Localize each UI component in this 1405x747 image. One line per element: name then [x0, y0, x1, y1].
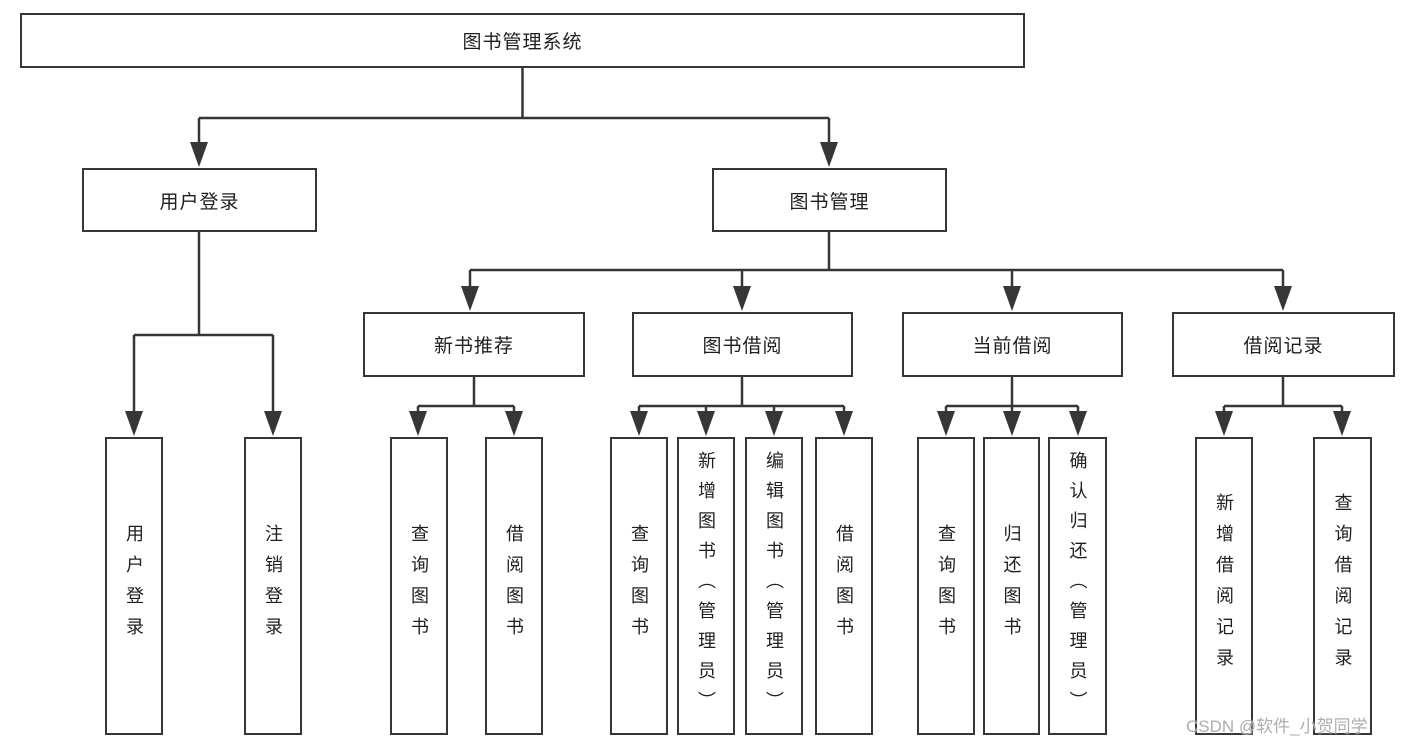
node-borrow-edit-books-admin-label: 编辑图书（管理员） [764, 451, 784, 721]
node-system-root: 图书管理系统 [20, 13, 1025, 68]
node-book-management: 图书管理 [712, 168, 947, 232]
node-book-borrowing: 图书借阅 [632, 312, 853, 377]
connector-line [197, 68, 831, 147]
node-borrowing-records: 借阅记录 [1172, 312, 1395, 377]
node-records-query-record-label: 查询借阅记录 [1332, 493, 1353, 679]
node-borrow-add-books-admin-label: 新增图书（管理员） [696, 451, 716, 721]
arrowhead-icon [1333, 411, 1351, 436]
arrowhead-icon [820, 142, 838, 167]
connector-line [637, 377, 846, 416]
arrowhead-icon [835, 411, 853, 436]
node-recommend-query-books-label: 查询图书 [409, 524, 429, 648]
node-new-book-recommendation: 新书推荐 [363, 312, 585, 377]
node-current-query-books-label: 查询图书 [936, 524, 956, 648]
connector-line [468, 232, 1285, 291]
node-recommend-query-books: 查询图书 [390, 437, 448, 735]
node-borrow-borrow-books-label: 借阅图书 [834, 524, 854, 648]
arrowhead-icon [630, 411, 648, 436]
arrowhead-icon [697, 411, 715, 436]
arrowhead-icon [125, 411, 143, 436]
arrowhead-icon [1003, 411, 1021, 436]
arrowhead-icon [765, 411, 783, 436]
connector-line [1222, 377, 1344, 416]
arrowhead-icon [505, 411, 523, 436]
node-borrow-edit-books-admin: 编辑图书（管理员） [745, 437, 803, 735]
node-records-add-record: 新增借阅记录 [1195, 437, 1253, 735]
node-logout-action-label: 注销登录 [263, 524, 283, 648]
node-recommend-borrow-books-label: 借阅图书 [504, 524, 524, 648]
node-borrow-query-books: 查询图书 [610, 437, 668, 735]
node-current-borrowing: 当前借阅 [902, 312, 1123, 377]
node-current-confirm-return-admin: 确认归还（管理员） [1048, 437, 1107, 735]
node-borrow-query-books-label: 查询图书 [629, 524, 649, 648]
node-login-action: 用户登录 [105, 437, 163, 735]
node-borrow-borrow-books: 借阅图书 [815, 437, 873, 735]
arrowhead-icon [937, 411, 955, 436]
csdn-watermark: CSDN @软件_小贺同学 [1186, 717, 1368, 736]
arrowhead-icon [1069, 411, 1087, 436]
node-current-return-books-label: 归还图书 [1001, 524, 1022, 648]
node-borrow-add-books-admin: 新增图书（管理员） [677, 437, 735, 735]
node-logout-action: 注销登录 [244, 437, 302, 735]
node-records-add-record-label: 新增借阅记录 [1214, 493, 1234, 679]
arrowhead-icon [190, 142, 208, 167]
arrowhead-icon [1274, 286, 1292, 311]
arrowhead-icon [461, 286, 479, 311]
node-current-return-books: 归还图书 [983, 437, 1040, 735]
node-user-login: 用户登录 [82, 168, 317, 232]
connector-line [416, 377, 516, 416]
arrowhead-icon [1215, 411, 1233, 436]
arrowhead-icon [1003, 286, 1021, 311]
arrowhead-icon [409, 411, 427, 436]
node-records-query-record: 查询借阅记录 [1313, 437, 1372, 735]
connector-line [132, 232, 275, 416]
connector-line [944, 377, 1080, 416]
node-current-query-books: 查询图书 [917, 437, 975, 735]
node-current-confirm-return-admin-label: 确认归还（管理员） [1067, 451, 1088, 721]
arrowhead-icon [733, 286, 751, 311]
node-login-action-label: 用户登录 [124, 524, 144, 648]
arrowhead-icon [264, 411, 282, 436]
node-recommend-borrow-books: 借阅图书 [485, 437, 543, 735]
